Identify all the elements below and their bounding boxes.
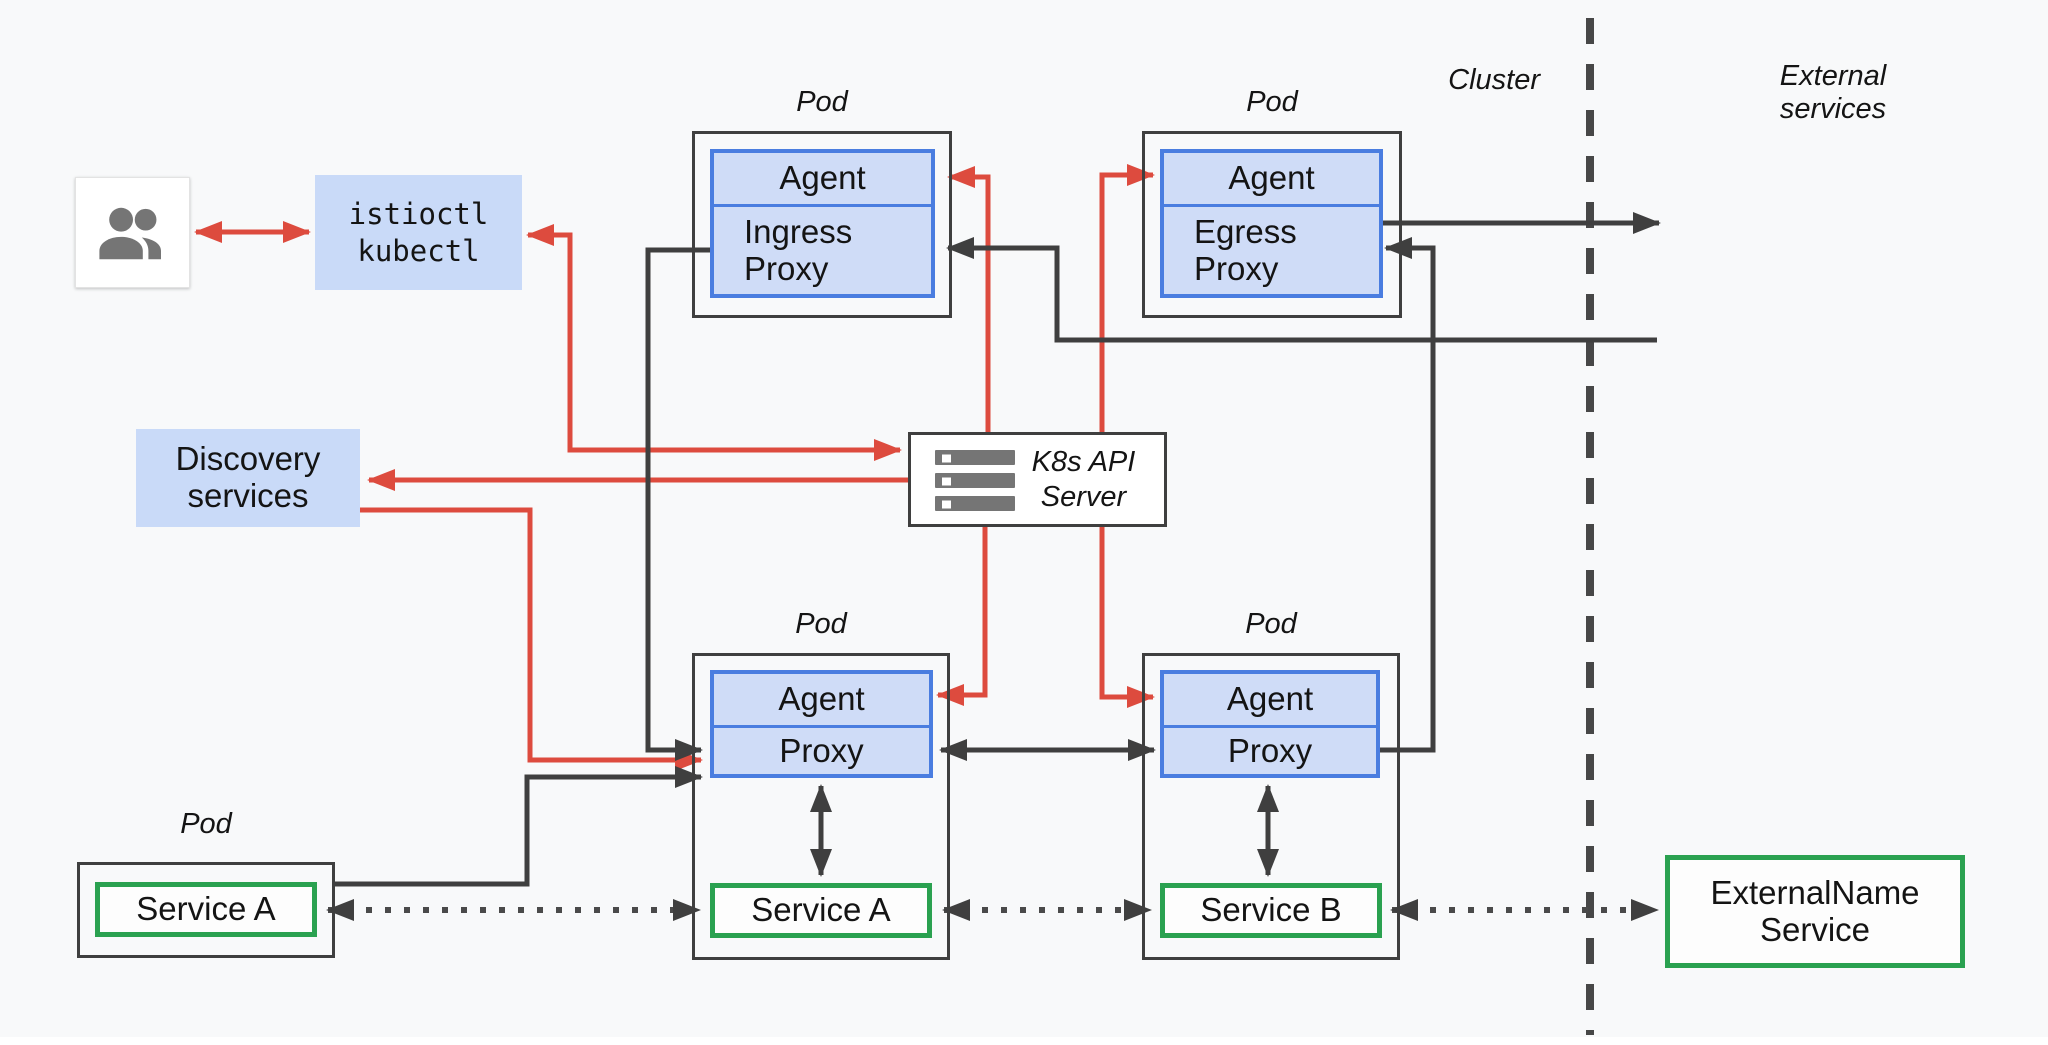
service-a-box: Service A — [710, 883, 932, 938]
externalname-service-box: ExternalName Service — [1665, 855, 1965, 968]
bottom-edge — [0, 1037, 2048, 1045]
arrow-k8s-api-ingress-agent — [947, 166, 991, 432]
ingress-sidecar-box: Agent Ingress Proxy — [710, 149, 935, 298]
istioctl-kubectl-box: istioctl kubectl — [315, 175, 522, 290]
pod-egress — [1142, 131, 1402, 318]
k8s-api-server-label: K8s API Server — [1031, 445, 1136, 513]
agent-b: Agent — [1226, 680, 1314, 718]
service-a-client-box: Service A — [95, 882, 317, 937]
pod-service-a — [692, 653, 950, 960]
discovery-services-box: Discovery services — [136, 429, 360, 527]
ingress-agent: Agent — [779, 159, 866, 197]
server-icon — [935, 449, 1015, 511]
arrow-discovery-proxy-a — [360, 507, 703, 771]
pod-label-egress: Pod — [1246, 85, 1298, 118]
sidecar-b-box: Agent Proxy — [1160, 670, 1380, 778]
external-services-label: External services — [1779, 59, 1887, 125]
service-b-box: Service B — [1160, 883, 1382, 938]
users-icon — [98, 207, 161, 259]
istioctl-label: istioctl — [348, 197, 489, 232]
egress-proxy: Egress Proxy — [1164, 204, 1379, 294]
ingress-proxy: Ingress Proxy — [714, 204, 931, 294]
egress-agent: Agent — [1228, 159, 1315, 197]
k8s-api-server-box: K8s API Server — [908, 432, 1167, 527]
proxy-b: Proxy — [1164, 725, 1376, 774]
kubectl-label: kubectl — [357, 233, 480, 268]
cluster-label: Cluster — [1448, 64, 1540, 96]
egress-sidecar-box: Agent Egress Proxy — [1160, 149, 1383, 298]
sidecar-a-box: Agent Proxy — [710, 670, 933, 778]
agent-a: Agent — [778, 680, 865, 718]
users-card — [75, 177, 190, 288]
pod-client — [77, 862, 335, 958]
pod-service-b — [1142, 653, 1400, 960]
proxy-a: Proxy — [714, 725, 929, 774]
pod-label-client: Pod — [180, 807, 232, 840]
pod-label-service-a: Pod — [795, 607, 847, 640]
pod-label-service-b: Pod — [1245, 607, 1297, 640]
pod-label-ingress: Pod — [796, 85, 848, 118]
pod-ingress — [692, 131, 952, 318]
arrow-client-pod-proxy-a — [335, 766, 703, 887]
